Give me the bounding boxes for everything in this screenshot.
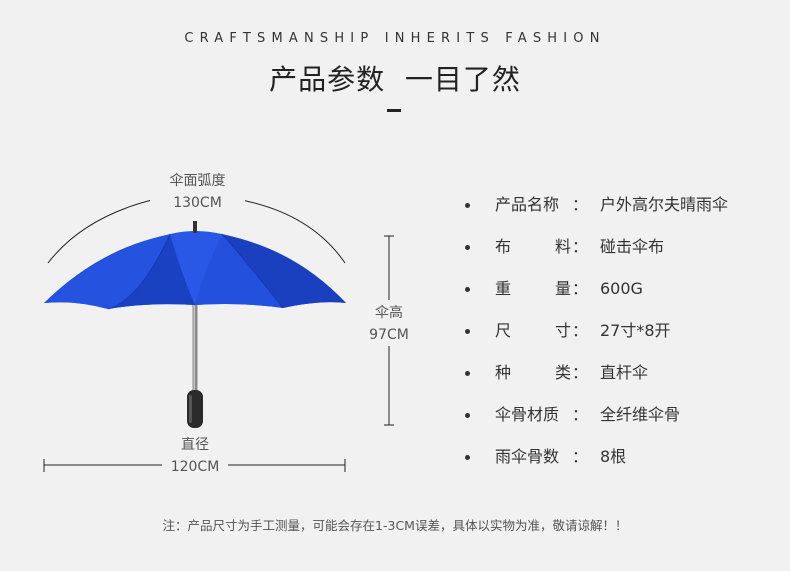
umbrella-tip	[193, 221, 197, 233]
umbrella-canopy	[44, 231, 346, 310]
spec-colon: ：	[572, 195, 589, 214]
spec-key: 雨伞骨数	[495, 447, 560, 466]
height-label: 伞高	[375, 305, 403, 321]
page-title: 产品参数 一目了然	[269, 63, 521, 96]
title-underline	[387, 109, 401, 112]
bullet-icon	[465, 371, 470, 376]
spec-key: 产品名称	[495, 195, 560, 214]
spec-colon: ：	[572, 279, 589, 298]
bullet-icon	[465, 413, 470, 418]
spec-value: 全纤维伞骨	[600, 405, 681, 424]
spec-colon: ：	[572, 363, 589, 382]
spec-key: 种类	[495, 363, 571, 382]
height-dimension: 伞高 97CM	[359, 302, 419, 346]
spec-value: 户外高尔夫晴雨伞	[600, 195, 729, 214]
spec-value: 直杆伞	[600, 363, 649, 382]
arc-label: 伞面弧度	[169, 173, 226, 189]
spec-value: 27寸*8开	[600, 321, 671, 340]
diameter-label: 直径	[181, 437, 209, 453]
bullet-icon	[465, 455, 470, 460]
arc-value: 130CM	[173, 195, 222, 211]
footnote: 注：产品尺寸为手工测量，可能会存在1-3CM误差，具体以实物为准，敬请谅解！！	[162, 518, 628, 533]
diameter-dimension: 直径 120CM	[162, 434, 228, 478]
bullet-icon	[465, 287, 470, 292]
spec-colon: ：	[572, 447, 589, 466]
spec-colon: ：	[572, 321, 589, 340]
bullet-icon	[465, 203, 470, 208]
spec-key: 布料	[495, 237, 571, 256]
bullet-icon	[465, 329, 470, 334]
spec-colon: ：	[572, 405, 589, 424]
spec-colon: ：	[572, 237, 589, 256]
spec-value: 碰击伞布	[600, 237, 665, 256]
arc-measure-line-right	[235, 198, 346, 264]
arc-dimension: 伞面弧度 130CM	[150, 170, 245, 214]
spec-key: 重量	[495, 279, 571, 298]
spec-key: 尺寸	[495, 321, 571, 340]
spec-value: 8根	[600, 447, 627, 466]
spec-value: 600G	[600, 279, 643, 298]
spec-key: 伞骨材质	[495, 405, 560, 424]
tagline: CRAFTSMANSHIP INHERITS FASHION	[184, 31, 606, 46]
diameter-value: 120CM	[170, 459, 220, 475]
bullet-icon	[465, 245, 470, 250]
height-value: 97CM	[369, 327, 409, 343]
arc-measure-line	[47, 197, 161, 264]
